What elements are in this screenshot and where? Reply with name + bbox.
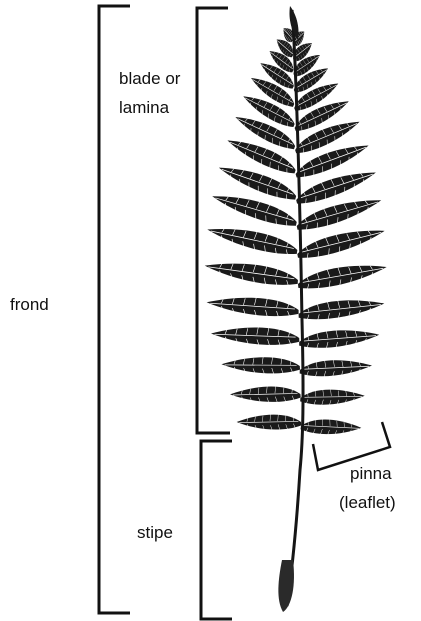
blade-label-line2: lamina — [119, 97, 169, 119]
fern-pinna-left — [207, 297, 299, 316]
fern-pinna-right — [295, 226, 387, 261]
frond-label: frond — [10, 294, 49, 316]
stipe-label: stipe — [137, 522, 173, 544]
fern-pinna-left — [205, 225, 299, 257]
fern-pinna-right — [300, 387, 365, 408]
fern-pinna-left — [221, 354, 300, 377]
pinna-label-line1: pinna — [350, 463, 392, 485]
pinna-label-line2: (leaflet) — [339, 492, 396, 514]
fern-pinna-right — [297, 262, 389, 290]
fern-pinna-right — [299, 330, 379, 348]
fern-pinna-right — [300, 359, 373, 379]
stipe-base — [278, 560, 294, 612]
fern-pinna-left — [204, 261, 299, 287]
fern-pinna-right — [300, 415, 362, 440]
fern-pinna-left — [211, 326, 300, 348]
blade-label-line1: blade or — [119, 68, 180, 90]
fern-pinna-left — [236, 411, 301, 434]
fern-pinna-right — [298, 299, 385, 321]
fern-pinna-left — [230, 383, 301, 408]
